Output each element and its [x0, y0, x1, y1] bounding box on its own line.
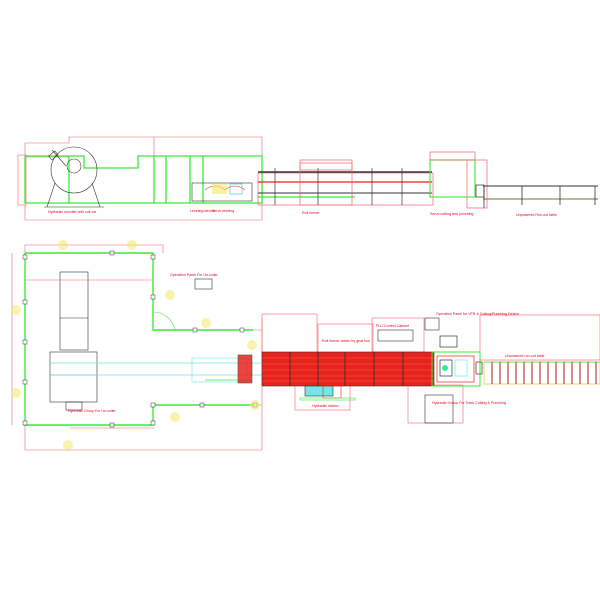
cutting-elevation — [429, 151, 488, 209]
vfr-panel-label: Operation Panel for VFR & Cutting/Punchi… — [436, 312, 519, 316]
runout-note: Unpowered run-out table — [505, 354, 545, 358]
elevation-view: Hydraulic uncoiler with coil car Levelin… — [17, 136, 598, 221]
uncoiler-elevation-label: Hydraulic uncoiler with coil car — [48, 210, 97, 214]
elevation-dimension-frame — [17, 136, 263, 221]
fence-posts — [22, 250, 258, 428]
runout-elevation-label: Unpowered Run-out table — [516, 213, 557, 217]
coil-strip-path — [50, 357, 262, 383]
runout-table-plan — [483, 361, 600, 385]
uncoiler-plan — [25, 271, 153, 411]
hydraulic-station-label: Hydraulic station — [312, 404, 339, 408]
plan-guard-fence — [24, 252, 253, 426]
uncoiler-hydraulic-label: Hydraulic Group For Un-coiler — [68, 409, 117, 413]
plan-dimension-frame — [11, 244, 600, 451]
feeder-elevation-label: Servo feeding — [212, 209, 234, 213]
leveler-elevation-label: Leveling device — [190, 209, 215, 213]
roll-former-plan — [237, 351, 435, 401]
roll-former-elevation-label: Roll former — [302, 211, 320, 215]
cutting-elevation-label: Servo cutting and punching — [430, 212, 474, 216]
runout-elevation — [483, 185, 598, 208]
elevation-guard-fence — [24, 155, 263, 204]
plc-cabinet-label: PLC Control Cabinet — [376, 324, 409, 328]
uncoiler-panel-label: Operation Panel For Un-coiler — [170, 273, 219, 277]
cutting-station-plan — [431, 335, 483, 387]
uncoiler-elevation — [44, 146, 104, 208]
cutting-hydraulic-label: Hydraulic Group For Track Cutting & Punc… — [432, 401, 506, 405]
plan-view: Operation Panel For Un-coiler Hydraulic … — [11, 240, 600, 451]
roll-former-elevation — [257, 159, 434, 206]
operator-markers — [11, 240, 260, 450]
leveler-elevation — [191, 182, 253, 202]
roll-former-note: Roll former driven by gear box — [322, 339, 370, 343]
control-panels — [194, 278, 454, 424]
